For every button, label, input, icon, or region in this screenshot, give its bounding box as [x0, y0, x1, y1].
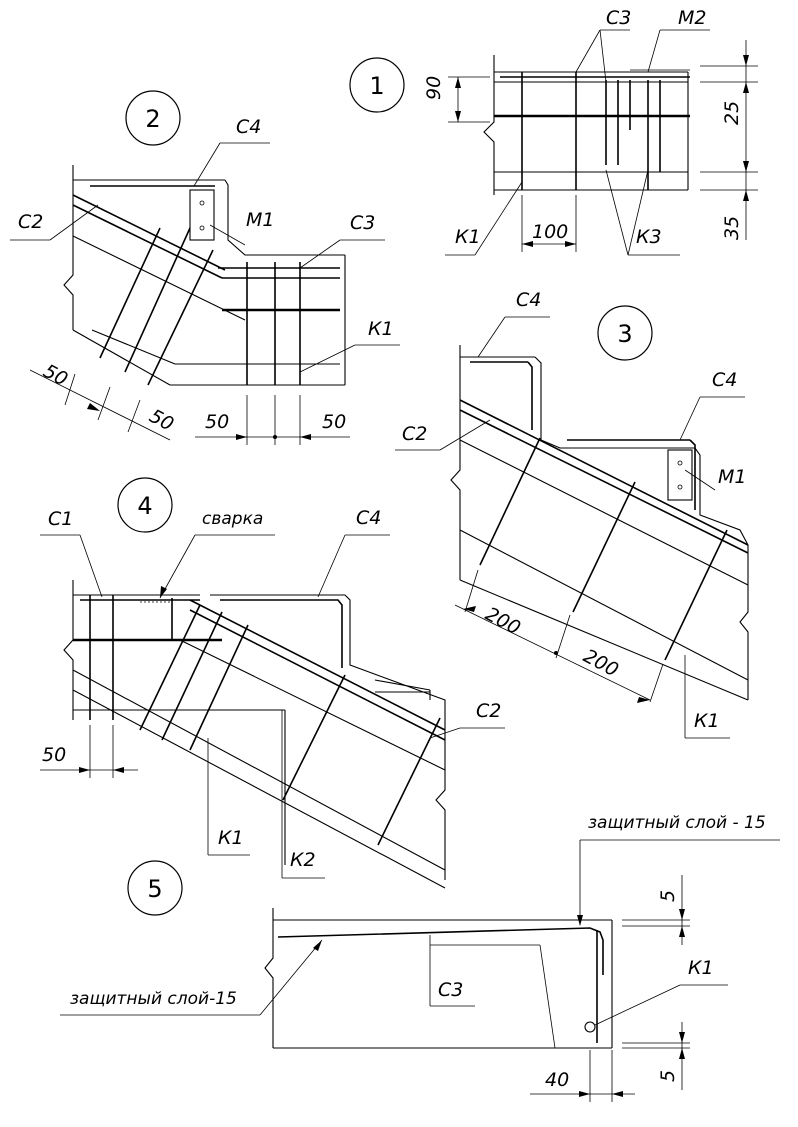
detail-4-c4-label: С4	[356, 507, 381, 529]
detail-2-m1-label: М1	[246, 209, 274, 231]
detail-5-c3-label: С3	[438, 979, 463, 1001]
detail-3-m1-label: М1	[718, 466, 746, 488]
detail-2-c4-label: С4	[236, 116, 261, 138]
dim-100: 100	[532, 221, 568, 243]
dim-5-top: 5	[657, 890, 679, 902]
detail-3-c4-top-label: С4	[516, 289, 541, 311]
detail-2-k1-label: К1	[368, 318, 394, 340]
detail-4-k2-label: К2	[290, 849, 316, 871]
dim-50-d: 50	[322, 411, 346, 433]
detail-5-cover-top-label: защитный слой - 15	[588, 813, 766, 833]
detail-2-marker	[125, 90, 181, 146]
detail-4-c2-label: С2	[476, 700, 501, 722]
detail-1: 1 С3 М2 К1 К3	[349, 7, 758, 256]
detail-1-k3-label: К3	[636, 226, 662, 248]
detail-3-c2-label: С2	[402, 423, 427, 445]
detail-2: 2 С4 С2 М1	[10, 90, 400, 445]
detail-4-number: 4	[137, 492, 152, 520]
detail-5-marker	[127, 860, 183, 916]
detail-1-number: 1	[369, 72, 384, 100]
detail-3-k1-label: К1	[694, 710, 720, 732]
detail-3-marker	[597, 305, 653, 361]
dim-200-a: 200	[482, 603, 524, 639]
dim-40: 40	[545, 1069, 569, 1091]
detail-4-weld-label: сварка	[202, 509, 263, 529]
dim-25: 25	[721, 101, 743, 125]
detail-1-m2-label: М2	[678, 7, 706, 29]
dim-50-e: 50	[42, 744, 66, 766]
detail-2-c3-label: С3	[350, 212, 375, 234]
detail-5: 5 защитный слой - 15 защитный слой-15 С3…	[60, 813, 780, 1102]
dim-50-b: 50	[146, 405, 178, 436]
detail-3-number: 3	[617, 320, 632, 348]
dim-35: 35	[721, 216, 743, 240]
detail-2-c2-label: С2	[18, 211, 43, 233]
detail-4-k1-label: К1	[218, 827, 244, 849]
detail-2-number: 2	[145, 105, 160, 133]
detail-4-marker	[117, 477, 173, 533]
dim-50-a: 50	[40, 360, 72, 391]
detail-1-k1-label: К1	[455, 226, 481, 248]
detail-4: 4 С1 сварка	[40, 477, 505, 889]
detail-3-c4-right-label: С4	[712, 369, 737, 391]
dim-5-bottom: 5	[657, 1070, 679, 1082]
detail-4-c1-label: С1	[48, 508, 73, 530]
detail-5-k1-label: К1	[688, 957, 714, 979]
detail-3: 3 С4 С4 С2 М1 К1	[395, 289, 749, 739]
detail-5-cover-left-label: защитный слой-15	[70, 989, 237, 1009]
dim-90: 90	[423, 76, 445, 100]
detail-1-c3-label: С3	[606, 7, 631, 29]
detail-1-marker	[349, 57, 405, 113]
detail-5-number: 5	[147, 875, 162, 903]
dim-50-c: 50	[205, 411, 229, 433]
